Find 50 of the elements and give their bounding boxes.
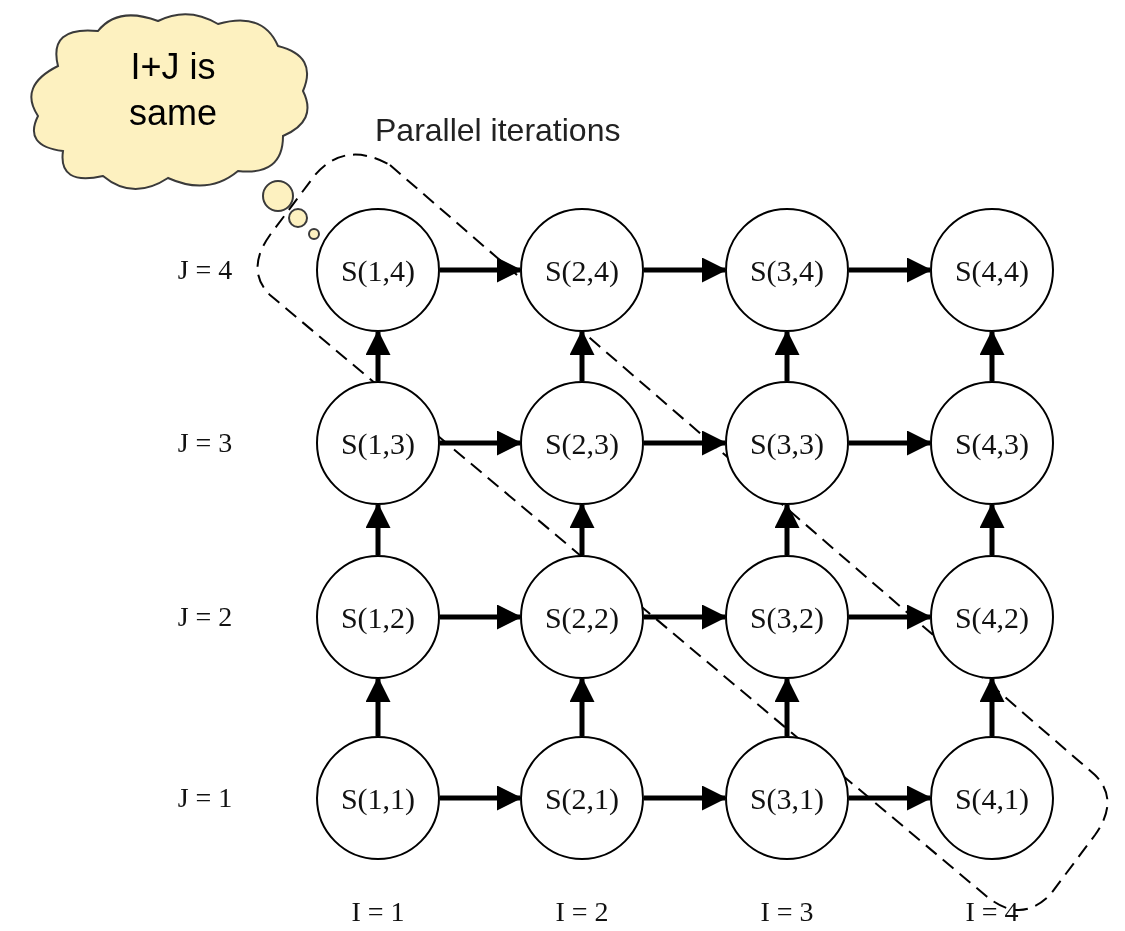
- axis-label: I = 1: [351, 896, 405, 928]
- iteration-label: S(3,3): [749, 425, 825, 462]
- iteration-label: S(3,1): [749, 780, 825, 817]
- iteration-label: S(4,3): [954, 425, 1030, 462]
- arrow: [644, 785, 727, 811]
- arrow: [774, 503, 800, 555]
- arrow: [569, 503, 595, 555]
- iteration-label: S(2,2): [544, 599, 620, 636]
- iteration-label: S(1,4): [340, 252, 416, 289]
- arrow: [365, 677, 391, 736]
- iteration-label: S(1,3): [340, 425, 416, 462]
- iteration-label: S(1,1): [340, 780, 416, 817]
- axis-label: I = 3: [760, 896, 814, 928]
- arrow: [440, 785, 522, 811]
- arrow: [644, 604, 727, 630]
- iteration-label: S(2,3): [544, 425, 620, 462]
- arrow: [365, 330, 391, 381]
- arrow: [849, 604, 932, 630]
- axis-label: I = 4: [965, 896, 1019, 928]
- iteration-label: S(4,4): [954, 252, 1030, 289]
- arrow: [849, 257, 932, 283]
- iteration-label: S(3,4): [749, 252, 825, 289]
- iteration-label: S(3,2): [749, 599, 825, 636]
- iteration-label: S(1,2): [340, 599, 416, 636]
- arrow: [440, 430, 522, 456]
- arrow: [849, 785, 932, 811]
- arrow: [569, 330, 595, 381]
- arrow: [440, 604, 522, 630]
- axis-label: I = 2: [555, 896, 609, 928]
- axis-label: J = 3: [177, 427, 233, 459]
- axis-label: J = 2: [177, 601, 233, 633]
- iteration-label: S(2,1): [544, 780, 620, 817]
- arrow: [979, 677, 1005, 736]
- arrow: [774, 330, 800, 381]
- iteration-label: S(2,4): [544, 252, 620, 289]
- axis-label: J = 4: [177, 254, 233, 286]
- arrow: [979, 503, 1005, 555]
- arrow: [644, 257, 727, 283]
- arrow: [979, 330, 1005, 381]
- arrow: [644, 430, 727, 456]
- arrow: [569, 677, 595, 736]
- arrow: [849, 430, 932, 456]
- arrow: [440, 257, 522, 283]
- axis-label: J = 1: [177, 782, 233, 814]
- arrow: [365, 503, 391, 555]
- cloud-text: I+J is same: [129, 46, 217, 133]
- group-heading: Parallel iterations: [375, 111, 621, 150]
- arrow: [774, 677, 800, 736]
- iteration-label: S(4,1): [954, 780, 1030, 817]
- iteration-label: S(4,2): [954, 599, 1030, 636]
